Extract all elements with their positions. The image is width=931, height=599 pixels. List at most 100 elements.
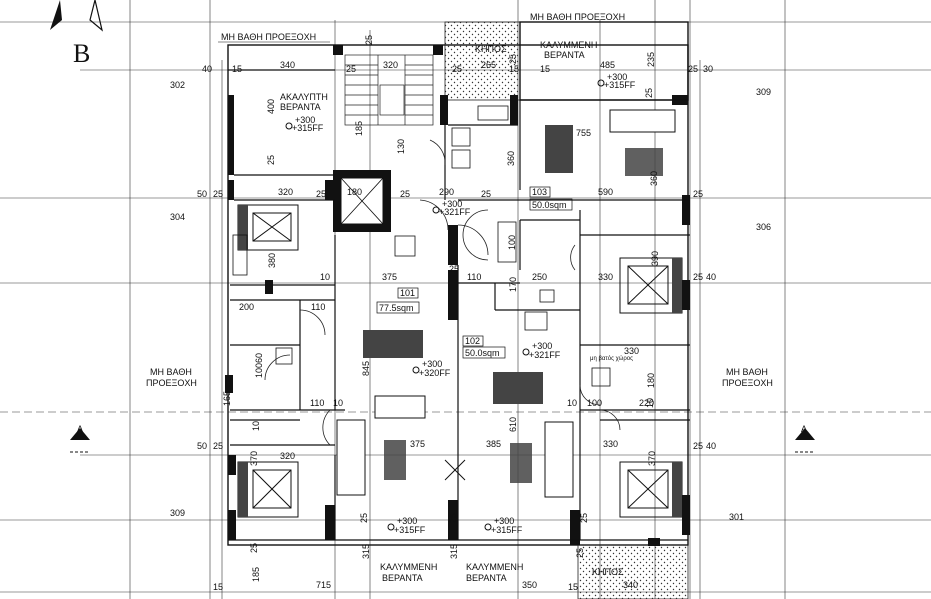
svg-text:100: 100 — [587, 398, 602, 408]
svg-text:306: 306 — [756, 222, 771, 232]
unit-102-area: 50.0sqm — [465, 348, 500, 358]
unit-101-area: 77.5sqm — [379, 303, 414, 313]
svg-text:ΜΗ ΒΑΘΗ: ΜΗ ΒΑΘΗ — [726, 367, 768, 377]
svg-text:715: 715 — [316, 580, 331, 590]
level-markers: +300+315FF +300+315FF +300+321FF +300+32… — [285, 72, 636, 535]
svg-text:370: 370 — [249, 451, 259, 466]
svg-text:200: 200 — [239, 302, 254, 312]
north-arrow-icon: B — [50, 0, 103, 68]
svg-text:25: 25 — [693, 272, 703, 282]
svg-text:320: 320 — [278, 187, 293, 197]
dining-tables — [363, 125, 573, 404]
svg-text:375: 375 — [410, 439, 425, 449]
svg-text:250: 250 — [532, 272, 547, 282]
svg-text:25: 25 — [481, 189, 491, 199]
svg-text:10: 10 — [251, 421, 261, 431]
svg-text:25: 25 — [688, 64, 698, 74]
svg-text:320: 320 — [383, 60, 398, 70]
svg-text:ΚΑΛΥΜΜΕΝΗ: ΚΑΛΥΜΜΕΝΗ — [466, 562, 523, 572]
svg-text:25: 25 — [448, 513, 458, 523]
svg-text:ΒΕΡΑΝΤΑ: ΒΕΡΑΝΤΑ — [280, 102, 321, 112]
svg-text:+320FF: +320FF — [419, 368, 451, 378]
svg-text:40: 40 — [706, 441, 716, 451]
svg-text:370: 370 — [647, 451, 657, 466]
svg-text:15: 15 — [509, 64, 519, 74]
svg-text:235: 235 — [646, 52, 656, 67]
svg-text:110: 110 — [467, 272, 481, 282]
svg-text:15: 15 — [213, 582, 223, 592]
svg-text:165: 165 — [222, 391, 232, 406]
svg-text:25: 25 — [508, 54, 518, 64]
svg-text:μη βατός χώρος: μη βατός χώρος — [590, 355, 633, 362]
svg-text:100: 100 — [507, 235, 517, 250]
svg-text:315: 315 — [361, 544, 371, 559]
svg-text:110: 110 — [310, 398, 324, 408]
rugs — [384, 148, 663, 483]
svg-text:375: 375 — [382, 272, 397, 282]
svg-text:301: 301 — [729, 512, 744, 522]
svg-text:ΒΕΡΑΝΤΑ: ΒΕΡΑΝΤΑ — [544, 50, 585, 60]
svg-text:220: 220 — [639, 398, 654, 408]
svg-text:185: 185 — [251, 567, 261, 582]
svg-text:+300: +300 — [494, 516, 514, 526]
svg-text:170: 170 — [508, 277, 518, 292]
svg-text:15: 15 — [568, 582, 578, 592]
unit-103-area: 50.0sqm — [532, 200, 567, 210]
svg-text:60: 60 — [254, 353, 264, 363]
region-labels: ΜΗ ΒΑΘΗ ΠΡΟΕΞΟΧΗ ΜΗ ΒΑΘΗ ΠΡΟΕΞΟΧΗ ΚΗΠΟΣ … — [146, 12, 773, 583]
svg-text:ΠΡΟΕΞΟΧΗ: ΠΡΟΕΞΟΧΗ — [722, 378, 773, 388]
svg-text:10: 10 — [567, 398, 577, 408]
svg-text:+300: +300 — [532, 341, 552, 351]
svg-text:+300: +300 — [397, 516, 417, 526]
svg-text:10: 10 — [333, 398, 343, 408]
svg-text:25: 25 — [400, 189, 410, 199]
svg-text:340: 340 — [280, 60, 295, 70]
svg-text:180: 180 — [347, 187, 362, 197]
svg-text:25: 25 — [693, 441, 703, 451]
svg-text:390: 390 — [650, 251, 660, 266]
svg-text:ΚΗΠΟΣ: ΚΗΠΟΣ — [475, 44, 507, 54]
door-swings — [264, 139, 621, 446]
svg-text:+321FF: +321FF — [529, 350, 561, 360]
svg-text:10: 10 — [645, 398, 655, 408]
svg-text:25: 25 — [249, 543, 259, 553]
svg-text:25: 25 — [449, 264, 459, 274]
unit-101-number: 101 — [400, 288, 415, 298]
svg-text:360: 360 — [649, 171, 659, 186]
svg-text:330: 330 — [624, 346, 639, 356]
svg-text:290: 290 — [439, 187, 454, 197]
svg-text:610: 610 — [508, 417, 518, 432]
svg-text:+300: +300 — [422, 359, 442, 369]
svg-text:265: 265 — [481, 60, 496, 70]
unit-103-number: 103 — [532, 187, 547, 197]
svg-text:ΜΗ ΒΑΘΗ: ΜΗ ΒΑΘΗ — [150, 367, 192, 377]
unit-102-number: 102 — [465, 336, 480, 346]
svg-text:ΠΡΟΕΞΟΧΗ: ΠΡΟΕΞΟΧΗ — [146, 378, 197, 388]
svg-text:ΑΚΑΛΥΠΤΗ: ΑΚΑΛΥΠΤΗ — [280, 92, 328, 102]
svg-text:590: 590 — [598, 187, 613, 197]
svg-text:10: 10 — [320, 272, 330, 282]
svg-text:25: 25 — [693, 189, 703, 199]
svg-text:40: 40 — [706, 272, 716, 282]
svg-text:ΚΑΛΥΜΜΕΝΗ: ΚΑΛΥΜΜΕΝΗ — [540, 40, 597, 50]
partitions — [228, 69, 690, 541]
svg-text:340: 340 — [623, 580, 638, 590]
sofas — [336, 109, 676, 498]
svg-text:380: 380 — [267, 253, 277, 268]
svg-text:25: 25 — [452, 64, 462, 74]
svg-text:+315FF: +315FF — [394, 525, 426, 535]
svg-text:15: 15 — [232, 64, 242, 74]
svg-text:180: 180 — [646, 373, 656, 388]
unit-tags: 101 77.5sqm 102 50.0sqm 103 50.0sqm — [376, 186, 573, 359]
svg-text:755: 755 — [576, 128, 591, 138]
svg-text:50: 50 — [197, 189, 207, 199]
svg-text:15: 15 — [540, 64, 550, 74]
svg-text:485: 485 — [600, 60, 615, 70]
svg-text:25: 25 — [266, 155, 276, 165]
svg-text:ΚΑΛΥΜΜΕΝΗ: ΚΑΛΥΜΜΕΝΗ — [380, 562, 437, 572]
svg-text:330: 330 — [598, 272, 613, 282]
svg-text:+300: +300 — [295, 115, 315, 125]
svg-text:A: A — [77, 424, 83, 434]
svg-text:ΒΕΡΑΝΤΑ: ΒΕΡΑΝΤΑ — [466, 573, 507, 583]
